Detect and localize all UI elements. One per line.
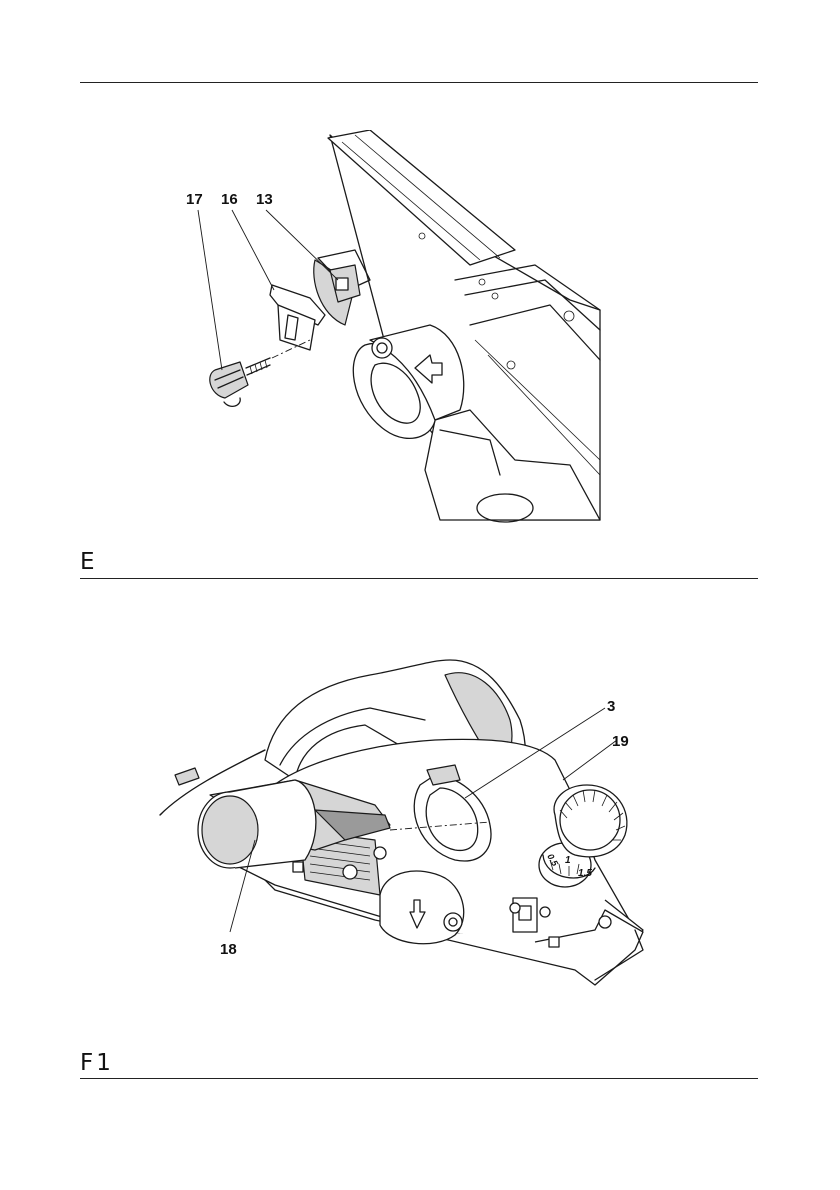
dial-mark-1-5: 1.5 xyxy=(578,868,592,879)
callout-13: 13 xyxy=(256,191,273,208)
dial-mark-1: 1 xyxy=(565,855,571,866)
figure-e-illustration xyxy=(170,130,610,525)
callout-19: 19 xyxy=(612,733,629,750)
callout-16: 16 xyxy=(221,191,238,208)
figure-f1-label: F1 xyxy=(80,1050,114,1076)
callout-18: 18 xyxy=(220,941,237,958)
callout-17: 17 xyxy=(186,191,203,208)
callout-3: 3 xyxy=(607,698,615,715)
top-rule xyxy=(80,82,758,83)
figure-e-label: E xyxy=(80,549,98,575)
figure-e-rule xyxy=(80,578,758,579)
figure-f1-rule xyxy=(80,1078,758,1079)
